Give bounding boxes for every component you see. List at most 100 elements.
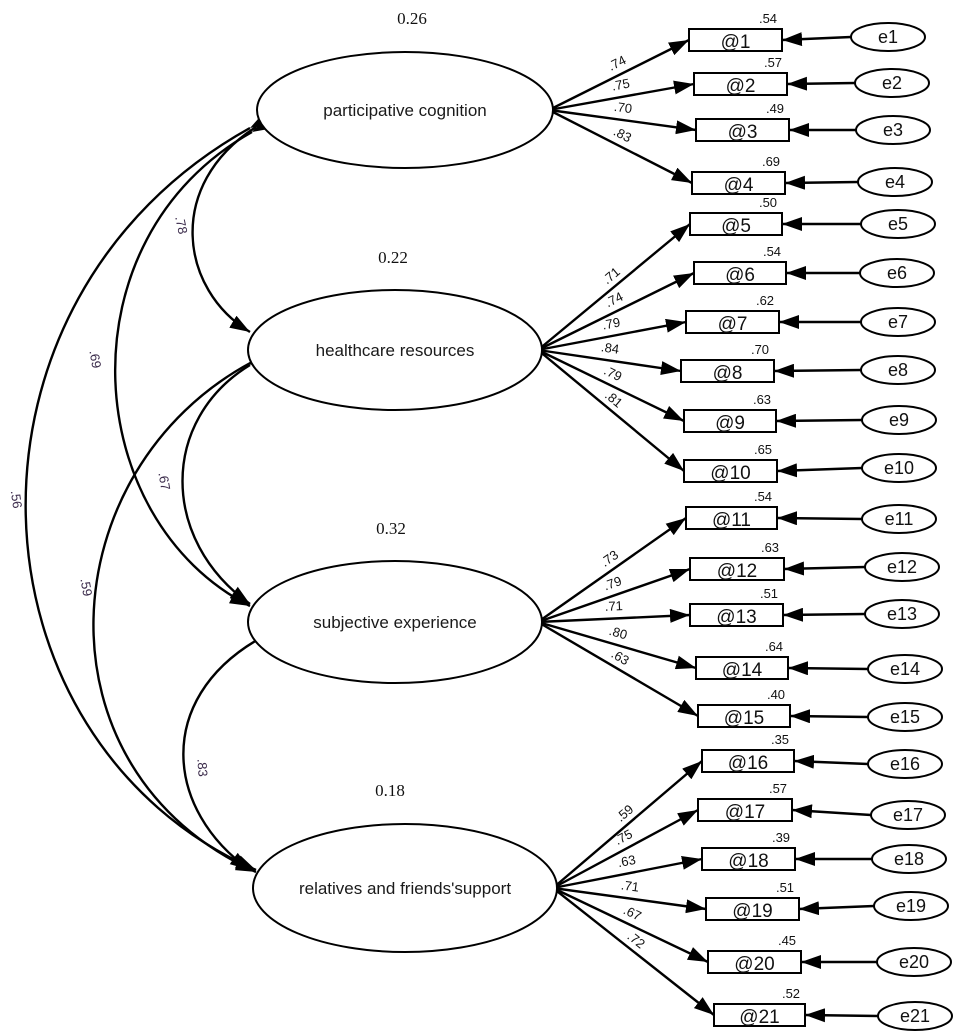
loading-value-8: .84: [600, 339, 620, 356]
indicator-box-8: [680, 359, 775, 383]
error-arrow-8: [773, 363, 862, 378]
error-arrow-9: [775, 413, 863, 428]
indicator-r2-18: .39: [772, 830, 790, 845]
loading-arrow-20: [552, 886, 709, 964]
indicator-box-6: [693, 261, 787, 285]
error-ellipse-3: [855, 115, 931, 145]
covariance-value-hr-rf: .59: [77, 577, 95, 597]
error-ellipse-12: [864, 552, 940, 582]
error-ellipse-8: [860, 355, 936, 385]
indicator-r2-20: .45: [778, 933, 796, 948]
error-ellipse-19: [873, 891, 949, 921]
error-label-15: e15: [890, 707, 920, 727]
error-label-9: e9: [889, 410, 909, 430]
loading-value-18: .63: [616, 852, 637, 870]
indicator-box-13: [689, 603, 784, 627]
loading-value-6: .74: [603, 289, 626, 310]
indicator-box-18: [701, 847, 796, 871]
error-ellipse-21: [877, 1001, 953, 1031]
loading-value-4: .83: [611, 124, 634, 146]
covariance-arc-pc-se: [113, 116, 273, 608]
error-ellipse-10: [861, 453, 937, 483]
latent-r2-pc: 0.26: [397, 9, 427, 28]
error-ellipse-6: [859, 258, 935, 288]
covariance-value-se-rf: .83: [194, 758, 210, 777]
loading-arrow-5: [537, 223, 691, 351]
indicator-r2-10: .65: [754, 442, 772, 457]
error-arrow-4: [784, 175, 859, 190]
indicator-box-2: [693, 72, 788, 96]
indicator-r2-12: .63: [761, 540, 779, 555]
error-ellipse-20: [876, 947, 952, 977]
error-arrow-2: [786, 76, 856, 91]
loading-layer: [537, 38, 715, 1016]
error-arrow-12: [783, 561, 866, 576]
error-label-10: e10: [884, 458, 914, 478]
indicator-r2-15: .40: [767, 687, 785, 702]
error-label-7: e7: [888, 312, 908, 332]
loading-arrow-17: [552, 808, 699, 890]
error-arrow-21: [804, 1008, 879, 1023]
loading-value-1: .74: [606, 52, 629, 74]
covariance-arc-hr-rf: [92, 346, 273, 874]
indicator-r2-6: .54: [763, 244, 781, 259]
loading-arrow-7: [537, 318, 687, 352]
error-label-19: e19: [896, 896, 926, 916]
indicator-r2-21: .52: [782, 986, 800, 1001]
error-label-5: e5: [888, 214, 908, 234]
covariance-arc-pc-hr: [191, 110, 277, 334]
error-ellipse-9: [861, 405, 937, 435]
loading-arrow-10: [537, 349, 685, 472]
error-label-16: e16: [890, 754, 920, 774]
indicator-label-18: @18: [728, 851, 768, 872]
loading-arrow-9: [537, 348, 685, 423]
indicator-r2-16: .35: [771, 732, 789, 747]
error-label-2: e2: [882, 73, 902, 93]
error-arrow-15: [789, 709, 869, 724]
indicator-box-9: [683, 409, 777, 433]
error-ellipse-14: [867, 654, 943, 684]
indicator-label-15: @15: [724, 708, 764, 729]
indicator-label-4: @4: [724, 175, 754, 196]
latent-label-pc: participative cognition: [323, 101, 486, 120]
covariance-value-pc-rf: .56: [8, 489, 25, 509]
error-label-20: e20: [899, 952, 929, 972]
covariance-value-pc-hr: .78: [172, 215, 190, 236]
error-arrow-11: [776, 511, 863, 526]
shape-layer: [247, 22, 953, 1031]
error-label-13: e13: [887, 604, 917, 624]
error-ellipse-17: [870, 800, 946, 830]
loading-arrow-19: [552, 886, 707, 914]
indicator-label-17: @17: [725, 802, 765, 823]
loading-value-2: .75: [610, 76, 630, 94]
indicator-box-15: [697, 704, 791, 728]
indicator-box-20: [707, 950, 802, 974]
error-label-3: e3: [883, 120, 903, 140]
error-label-6: e6: [887, 263, 907, 283]
indicator-r2-8: .70: [751, 342, 769, 357]
indicator-r2-19: .51: [776, 880, 794, 895]
covariance-arc-se-rf: [182, 623, 278, 871]
error-ellipse-2: [854, 68, 930, 98]
indicator-box-10: [683, 459, 778, 483]
covariance-arc-hr-se: [181, 348, 271, 605]
latent-ellipse-pc: [256, 51, 554, 169]
error-label-12: e12: [887, 557, 917, 577]
covariance-arc-pc-rf: [24, 112, 271, 872]
loading-value-3: .70: [613, 99, 633, 116]
loading-arrow-21: [552, 887, 715, 1016]
loading-arrow-13: [537, 608, 691, 624]
indicator-r2-5: .50: [759, 195, 777, 210]
error-label-18: e18: [894, 849, 924, 869]
error-arrow-1: [781, 32, 852, 47]
error-arrow-17: [791, 804, 872, 819]
error-label-11: e11: [885, 509, 914, 529]
loading-arrow-18: [552, 855, 703, 890]
error-arrow-10: [776, 463, 863, 478]
error-ellipse-5: [860, 209, 936, 239]
loading-arrow-1: [548, 38, 690, 112]
covariance-value-pc-se: .69: [86, 349, 104, 369]
loading-value-9: .79: [602, 363, 625, 384]
latent-ellipse-hr: [247, 289, 543, 411]
